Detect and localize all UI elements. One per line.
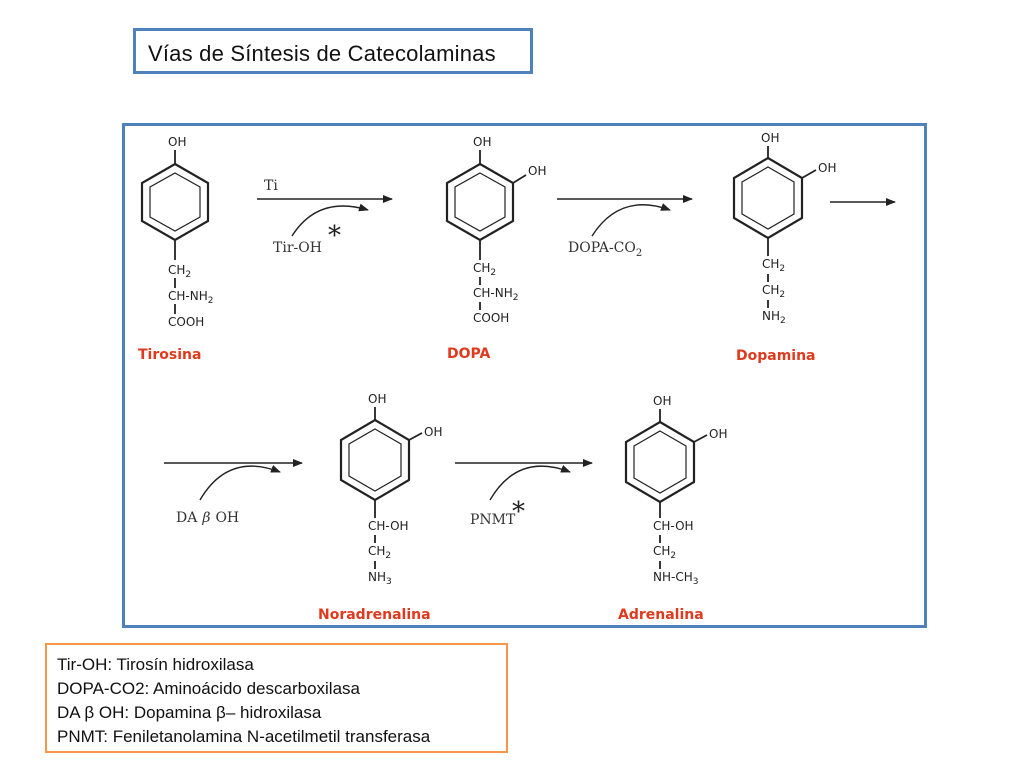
benzene-inner-ring bbox=[149, 172, 201, 232]
bond bbox=[801, 169, 817, 179]
noradrenalina-oh-top: OH bbox=[368, 392, 386, 406]
dopa-chain-2: CH-NH2 bbox=[473, 286, 518, 303]
step2-curved-arrow bbox=[591, 203, 671, 237]
dopamina-label: Dopamina bbox=[736, 348, 816, 364]
adrenalina-chain-1: CH-OH bbox=[653, 519, 694, 533]
adrenalina-chain-3: NH-CH3 bbox=[653, 570, 698, 587]
benzene-ring bbox=[732, 156, 804, 240]
dopa-structure: OH OH CH2 CH-NH2 COOH DOPA bbox=[445, 135, 546, 362]
adrenalina-chain-2: CH2 bbox=[653, 544, 676, 561]
legend-line-da-beta-oh: DA β OH: Dopamina β– hidroxilasa bbox=[57, 703, 322, 722]
dopa-chain-1: CH2 bbox=[473, 261, 496, 278]
noradrenalina-chain-1: CH-OH bbox=[368, 519, 409, 533]
title-box: Vías de Síntesis de Catecolaminas bbox=[133, 28, 533, 74]
benzene-inner-ring bbox=[633, 430, 687, 494]
step1-curved-arrow bbox=[291, 203, 369, 237]
step1-cofactor: Ti bbox=[264, 178, 278, 194]
adrenalina-label: Adrenalina bbox=[618, 607, 704, 623]
benzene-ring bbox=[140, 162, 210, 242]
benzene-ring bbox=[445, 162, 515, 242]
step4-curved-arrow bbox=[199, 465, 281, 501]
dopamina-chain-1: CH2 bbox=[762, 257, 785, 274]
benzene-inner-ring bbox=[348, 428, 402, 492]
tirosina-chain-3: COOH bbox=[168, 315, 204, 329]
step2-enzyme: DOPA-CO2 bbox=[568, 240, 642, 259]
tirosina-chain-1: CH2 bbox=[168, 263, 191, 280]
legend-line-pnmt: PNMT: Feniletanolamina N-acetilmetil tra… bbox=[57, 727, 431, 746]
dopa-oh-side: OH bbox=[528, 164, 546, 178]
benzene-ring bbox=[339, 418, 411, 502]
adrenalina-oh-side: OH bbox=[709, 427, 727, 441]
dopa-chain-3: COOH bbox=[473, 311, 509, 325]
step5-curved-arrow bbox=[489, 465, 571, 501]
step5-enzyme: PNMT bbox=[470, 512, 516, 528]
pathway-diagram-frame bbox=[122, 123, 927, 628]
slide-title: Vías de Síntesis de Catecolaminas bbox=[148, 41, 496, 66]
dopa-label: DOPA bbox=[447, 346, 490, 362]
noradrenalina-chain-3: NH3 bbox=[368, 570, 392, 587]
legend-line-tir-oh: Tir-OH: Tirosín hidroxilasa bbox=[57, 655, 254, 674]
bond bbox=[693, 434, 708, 443]
adrenalina-oh-top: OH bbox=[653, 394, 671, 408]
benzene-inner-ring bbox=[741, 166, 795, 230]
noradrenalina-structure: OH OH CH-OH CH2 NH3 Noradrenalina bbox=[318, 392, 442, 623]
dopamina-chain-3: NH2 bbox=[762, 309, 786, 326]
step1-reaction: Ti Tir-OH * bbox=[257, 178, 393, 256]
tirosina-oh-top: OH bbox=[168, 135, 186, 149]
dopamina-structure: OH OH CH2 CH2 NH2 Dopamina bbox=[732, 131, 836, 364]
noradrenalina-oh-side: OH bbox=[424, 425, 442, 439]
dopa-oh-top: OH bbox=[473, 135, 491, 149]
dopamina-oh-top: OH bbox=[761, 131, 779, 145]
tirosina-label: Tirosina bbox=[138, 347, 201, 363]
tirosina-structure: OH CH2 CH-NH2 COOH Tirosina bbox=[138, 135, 213, 363]
benzene-inner-ring bbox=[454, 172, 506, 232]
benzene-ring bbox=[624, 420, 696, 504]
legend-line-dopa-co2: DOPA-CO2: Aminoácido descarboxilasa bbox=[57, 679, 360, 698]
bond bbox=[408, 432, 423, 441]
bond bbox=[512, 174, 527, 184]
noradrenalina-chain-2: CH2 bbox=[368, 544, 391, 561]
step5-asterisk: * bbox=[512, 497, 525, 527]
dopamina-oh-side: OH bbox=[818, 161, 836, 175]
step2-reaction: DOPA-CO2 bbox=[557, 195, 693, 259]
step5-reaction: PNMT * bbox=[455, 459, 593, 528]
step1-asterisk: * bbox=[328, 221, 341, 251]
legend-box: Tir-OH: Tirosín hidroxilasa DOPA-CO2: Am… bbox=[45, 643, 508, 753]
step1-enzyme: Tir-OH bbox=[273, 240, 322, 256]
adrenalina-structure: OH OH CH-OH CH2 NH-CH3 Adrenalina bbox=[618, 394, 727, 623]
dopamina-chain-2: CH2 bbox=[762, 283, 785, 300]
tirosina-chain-2: CH-NH2 bbox=[168, 289, 213, 306]
noradrenalina-label: Noradrenalina bbox=[318, 607, 431, 623]
